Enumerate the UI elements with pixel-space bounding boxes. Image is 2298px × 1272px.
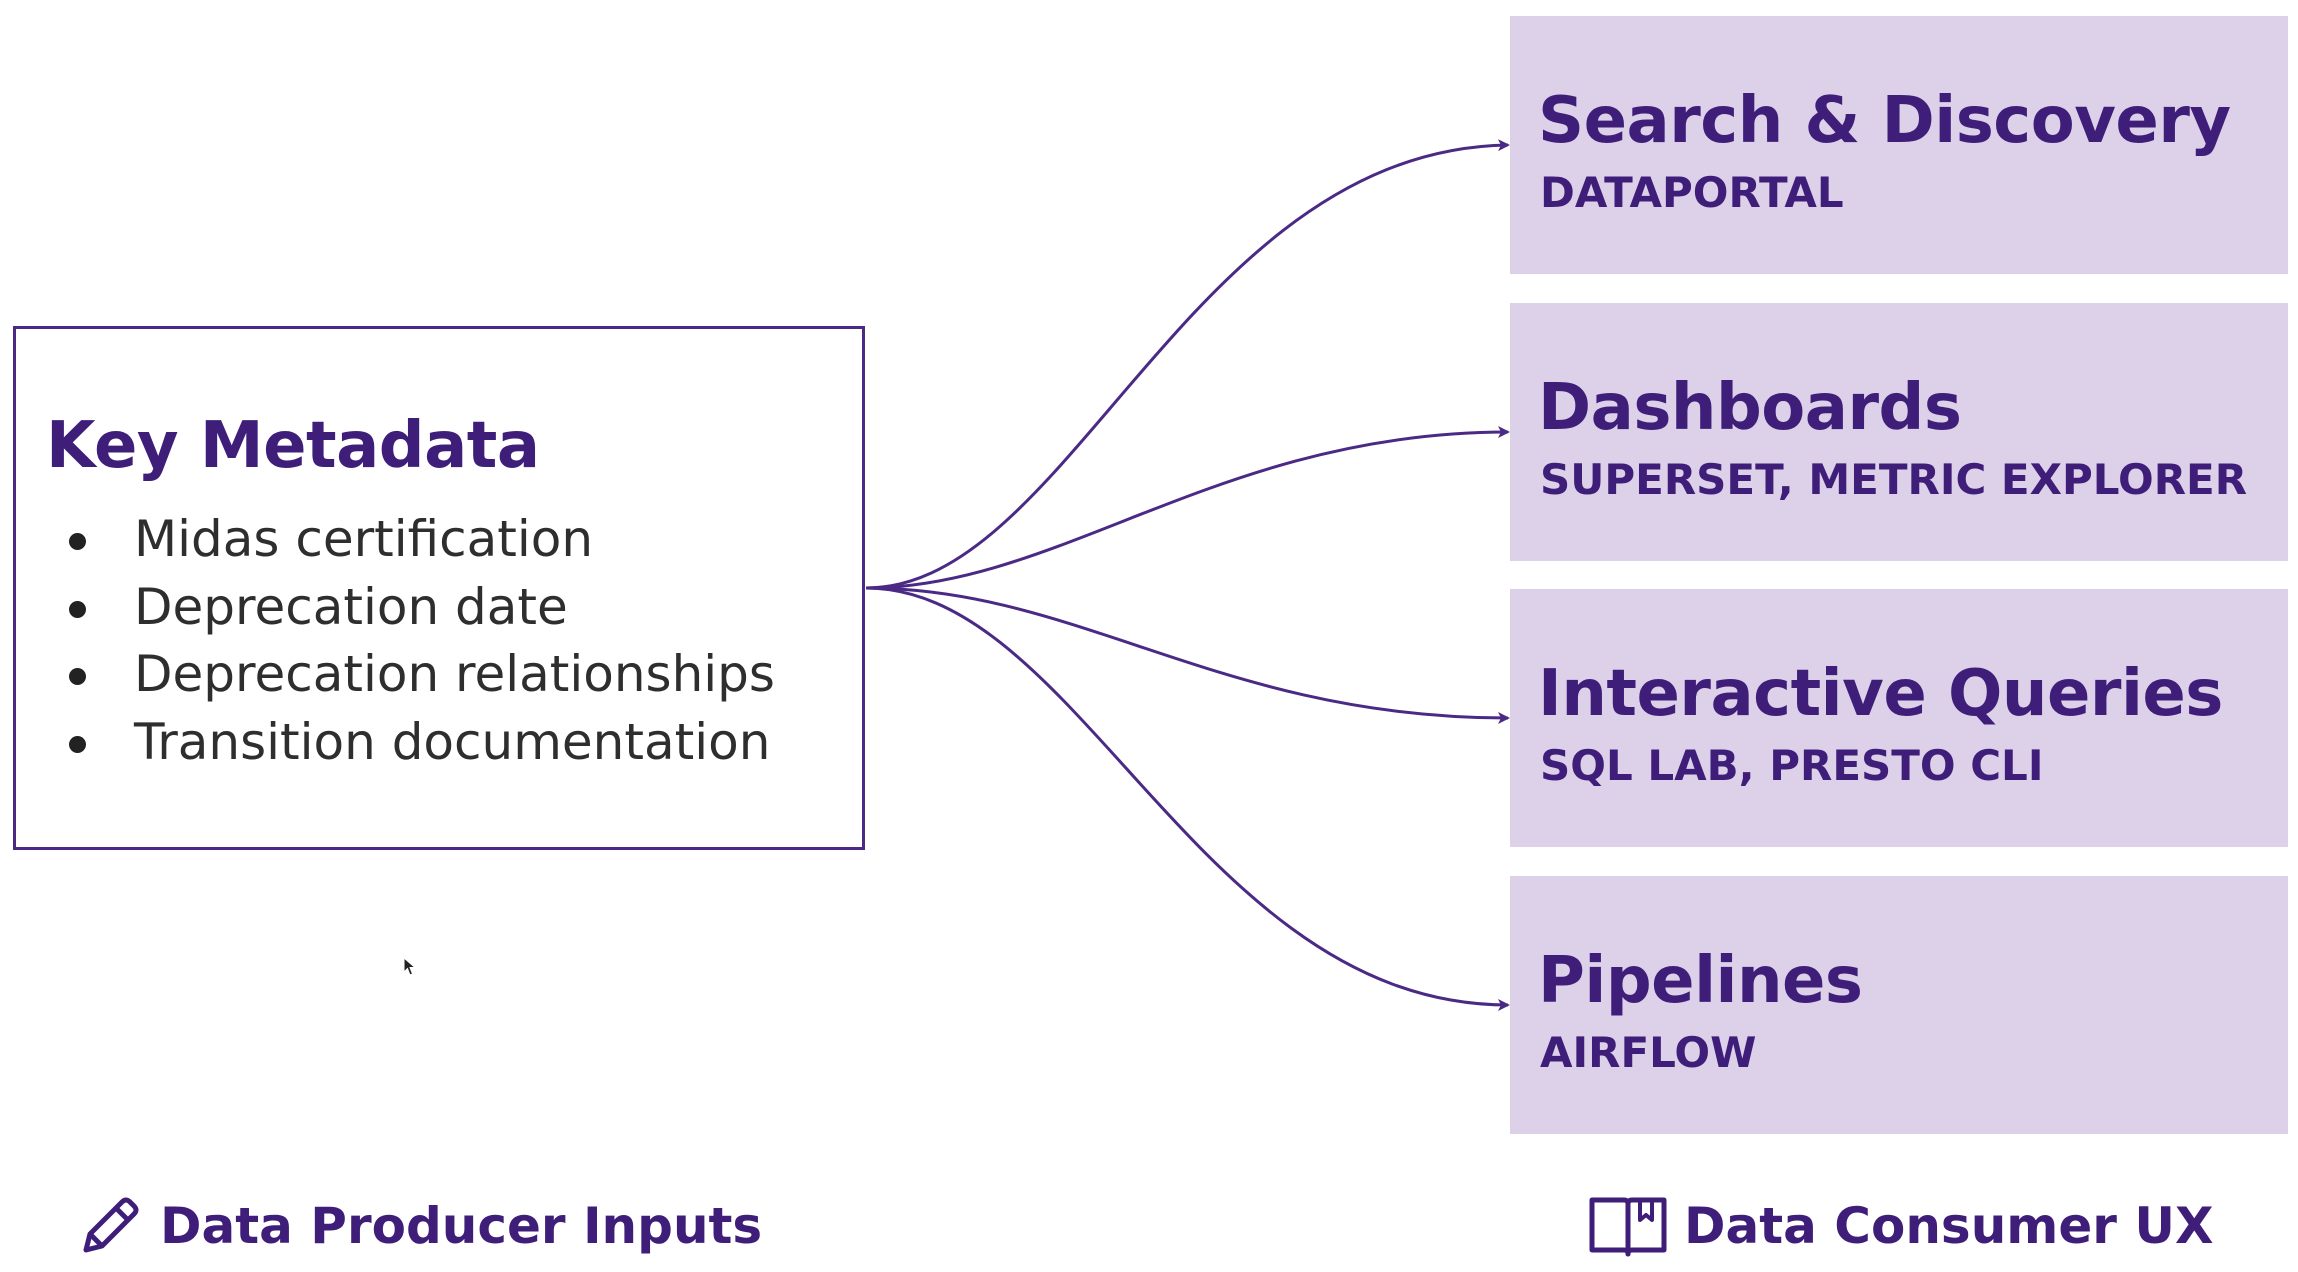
bullet-icon (69, 600, 86, 618)
key-metadata-box: Key Metadata Midas certification Depreca… (13, 326, 865, 850)
connector-dashboards (865, 426, 1510, 590)
list-item-label: Deprecation date (134, 577, 568, 636)
key-metadata-list: Midas certification Deprecation date Dep… (16, 506, 775, 776)
connector-pipelines (865, 586, 1510, 1011)
list-item: Deprecation date (16, 574, 775, 642)
consumer-title: Pipelines (1538, 944, 1863, 1018)
consumer-title: Dashboards (1538, 371, 1962, 445)
key-metadata-title: Key Metadata (46, 409, 540, 483)
list-item: Deprecation relationships (16, 641, 775, 709)
bullet-icon (69, 735, 86, 753)
consumer-subtitle: SUPERSET, METRIC EXPLORER (1540, 455, 2248, 504)
producer-footer: Data Producer Inputs (76, 1190, 762, 1262)
consumer-subtitle: SQL LAB, PRESTO CLI (1540, 741, 2044, 790)
consumer-box-dashboards: Dashboards SUPERSET, METRIC EXPLORER (1510, 303, 2288, 561)
consumer-subtitle: AIRFLOW (1540, 1028, 1757, 1077)
consumer-title: Search & Discovery (1538, 84, 2231, 158)
consumer-box-search-discovery: Search & Discovery DATAPORTAL (1510, 16, 2288, 274)
producer-footer-label: Data Producer Inputs (160, 1197, 763, 1255)
book-icon (1589, 1197, 1667, 1257)
bullet-icon (69, 668, 86, 685)
consumer-subtitle: DATAPORTAL (1540, 168, 1844, 217)
connector-interactive-queries (865, 586, 1510, 724)
consumer-box-interactive-queries: Interactive Queries SQL LAB, PRESTO CLI (1510, 589, 2288, 847)
connector-search-discovery (865, 139, 1510, 590)
mouse-cursor-icon (403, 957, 417, 976)
list-item-label: Deprecation relationships (134, 645, 775, 703)
list-item: Midas certification (16, 506, 775, 574)
bullet-icon (69, 533, 86, 550)
list-item-label: Midas certification (134, 510, 594, 568)
list-item: Transition documentation (16, 709, 775, 777)
consumer-footer: Data Consumer UX (1588, 1190, 2214, 1262)
consumer-title: Interactive Queries (1538, 657, 2223, 731)
list-item-label: Transition documentation (134, 712, 771, 771)
consumer-footer-label: Data Consumer UX (1684, 1197, 2214, 1255)
pencil-icon (83, 1197, 139, 1253)
consumer-box-pipelines: Pipelines AIRFLOW (1510, 876, 2288, 1134)
